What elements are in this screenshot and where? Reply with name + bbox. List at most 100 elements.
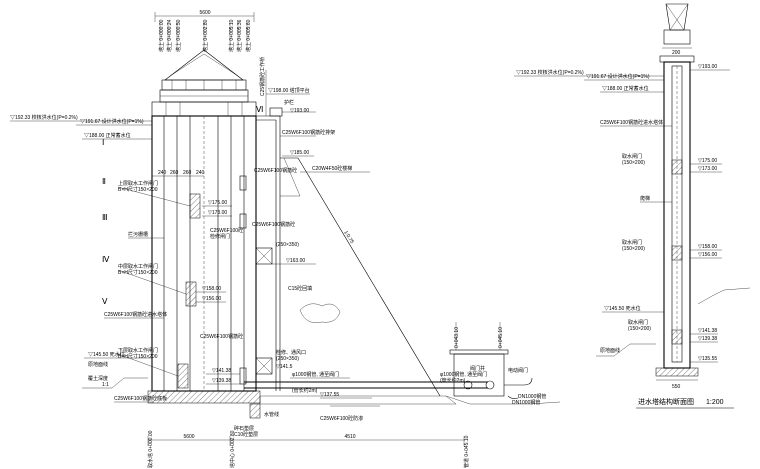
label-electric-valve: 电动阀门	[508, 367, 528, 374]
right-label-ladder: 爬梯	[640, 195, 650, 202]
label-vent-1: C25W6F100钢筋砼	[254, 167, 297, 174]
left-level-4: ▽145.50 死水位	[88, 351, 125, 358]
hoist-house	[151, 49, 257, 117]
right-label-tower: C25W6F100钢筋砼进水塔体	[600, 119, 663, 126]
section-mark-1: Ⅰ	[102, 138, 104, 147]
section-mark-4: Ⅳ	[102, 255, 110, 264]
label-trash-rack: 拦污栅槽	[128, 231, 148, 238]
label-upper-gate: 上层取水工作闸门	[118, 180, 158, 187]
top-mark-3: 塔上 0+000.50	[175, 19, 182, 52]
right-level-6: ▽173.00	[698, 166, 717, 172]
label-bent-frame: C25W6F100钢筋砼排架	[282, 129, 335, 136]
right-level-2: ▽191.67 设计洪水位(P=1%)	[586, 73, 650, 80]
bottom-mark-1: 取水塔 0+000.00	[147, 430, 154, 468]
right-label-ground: 原地面线	[600, 347, 620, 354]
dim-col-2: 260	[170, 170, 179, 176]
right-dim-top: 200	[672, 50, 681, 56]
dim-col-4: 240	[196, 170, 205, 176]
left-labels: 上层取水工作闸门 B×H尺寸150×200 拦污栅槽 中层取水工作闸门 B×H尺…	[88, 180, 191, 403]
level-193: ▽193.00	[290, 108, 309, 114]
upper-gate	[189, 193, 201, 219]
label-valve-pipe: DN1000钢管	[518, 393, 546, 400]
right-level-10: ▽141.38	[698, 328, 717, 334]
foundation: ▽137.55 C25W6F100砼防渗 碎石垫层 C10砼垫层 水管线	[147, 390, 457, 438]
top-mark-2: 塔上 0+000.24	[166, 19, 173, 52]
left-level-1: ▽192.33 校核洪水位(P=0.2%)	[10, 114, 78, 121]
label-slope-1: 1:1	[102, 382, 109, 388]
bottom-dimension: 5600 4510 取水塔 0+000.00 塔中心 0+002.80 管道 0…	[147, 430, 470, 468]
level-158: ▽158.00	[202, 286, 221, 292]
right-level-9: ▽145.50 死水位	[604, 305, 641, 312]
right-label-gate-size-3: (150×200)	[628, 326, 651, 332]
level-163: ▽163.00	[286, 258, 305, 264]
valve-mark-1: 0+043.10	[454, 327, 460, 348]
right-level-3: ▽188.00 正常蓄水位	[602, 85, 649, 92]
inspection-openings: (250×350) ▽163.00 检修、通风口 (250×350) ▽141.…	[255, 242, 316, 375]
right-label-gate-3: 取水闸门	[628, 319, 648, 326]
level-175: ▽175.00	[208, 200, 227, 206]
tower-levels: ▽175.00 ▽173.00 C25W6F100砼 检修闸门 ▽158.00 …	[196, 200, 243, 385]
top-dimension: 5600	[154, 10, 255, 22]
level-137-55: ▽137.55	[320, 392, 339, 398]
right-dim-bottom: 550	[672, 384, 681, 390]
label-pipe-length: (管长约2m)	[292, 387, 318, 394]
label-rc-shaft: C25W6F100钢筋砼	[252, 221, 295, 228]
label-pipe-line: 水管线	[264, 411, 279, 418]
label-lower-gate: 下层取水工作闸门	[118, 347, 158, 354]
intake-tower: 240 260 260 240	[151, 115, 257, 392]
right-level-8: ▽156.00	[698, 252, 717, 258]
bottom-mark-3: 管道 0+045.10	[463, 435, 470, 468]
right-level-7: ▽158.00	[698, 244, 717, 250]
dim-bottom-left: 5600	[183, 434, 194, 440]
right-level-12: ▽135.55	[698, 356, 717, 362]
label-tower-body: C25W6F100钢筋砼进水塔体	[104, 311, 167, 318]
right-level-1: ▽192.33 校核洪水位(P=0.2%)	[516, 69, 584, 76]
label-inspect-size-1: (250×350)	[276, 242, 299, 248]
label-pipe-2: φ1000钢管, 通至阀门	[440, 371, 487, 378]
label-valve-well: 阀门井	[470, 365, 485, 372]
left-level-2: ▽191.67 设计洪水位(P=1%)	[80, 118, 144, 125]
label-base-slab: C25W6F100钢筋砼底板	[114, 395, 167, 402]
label-upper-gate-size: B×H尺寸150×200	[118, 186, 158, 193]
top-mark-6: 塔上 0+005.36	[236, 19, 243, 52]
label-pipe-length-2: (管长约2m)	[440, 377, 466, 384]
label-steel-pipe: DN1000钢管	[512, 399, 540, 406]
label-middle-gate: 中层取水工作闸门	[118, 263, 158, 270]
section-mark-5: Ⅴ	[102, 297, 108, 306]
right-label-gate-size-2: (150×200)	[622, 246, 645, 252]
level-156: ▽156.00	[202, 296, 221, 302]
label-pipe: φ1000钢管, 通至阀门	[292, 371, 339, 378]
scale: 1:200	[706, 399, 724, 406]
ground-lines: DN1000钢管	[82, 377, 561, 405]
label-inspect-vent: 检修、通风口	[276, 349, 306, 356]
level-141-5: ▽141.5	[276, 364, 293, 370]
label-concrete-2: C25W6F100钢筋砼	[200, 333, 243, 340]
dim-col-1: 240	[158, 170, 167, 176]
level-141-38: ▽141.38	[212, 368, 231, 374]
label-middle-gate-size: B×H尺寸150×200	[118, 269, 158, 276]
section-mark-2: Ⅱ	[102, 177, 106, 186]
valve-chamber: 阀门井 电动阀门 0+043.10 0+045.10 DN1000钢管	[449, 322, 540, 406]
base-slab	[147, 390, 261, 404]
right-level-11: ▽139.38	[698, 336, 717, 342]
label-lower-gate-size: B×H尺寸150×200	[118, 353, 158, 360]
top-mark-5: 塔上 0+005.10	[228, 19, 235, 52]
right-label-gate-2: 取水闸门	[622, 239, 642, 246]
label-maintenance-gate: 检修闸门	[210, 233, 230, 240]
lower-gate	[177, 363, 189, 389]
right-section: 200 550 ▽192.33 校核洪水位(P=0.2%) ▽191.67 设计…	[514, 3, 751, 409]
left-water-levels: ▽192.33 校核洪水位(P=0.2%) ▽191.67 设计洪水位(P=1%…	[10, 114, 152, 359]
level-139-38: ▽139.38	[212, 378, 231, 384]
rock-symbol	[299, 303, 341, 323]
label-cushion: C10砼垫层	[234, 431, 258, 438]
label-ground-line: 原地面线	[88, 361, 108, 368]
main-section: 5600 塔上 0+000.00 塔上 0+000.24 塔上 0+000.50…	[10, 10, 561, 468]
level-173: ▽173.00	[208, 210, 227, 216]
right-level-4: ▽193.00	[698, 64, 717, 70]
section-marks: Ⅰ Ⅱ Ⅲ Ⅳ Ⅴ Ⅵ	[102, 105, 263, 306]
bottom-mark-2: 塔中心 0+002.80	[229, 430, 236, 468]
dim-col-3: 260	[183, 170, 192, 176]
right-label-gate-1: 取水闸门	[622, 153, 642, 160]
label-inspect-size-2: (250×350)	[276, 356, 299, 362]
